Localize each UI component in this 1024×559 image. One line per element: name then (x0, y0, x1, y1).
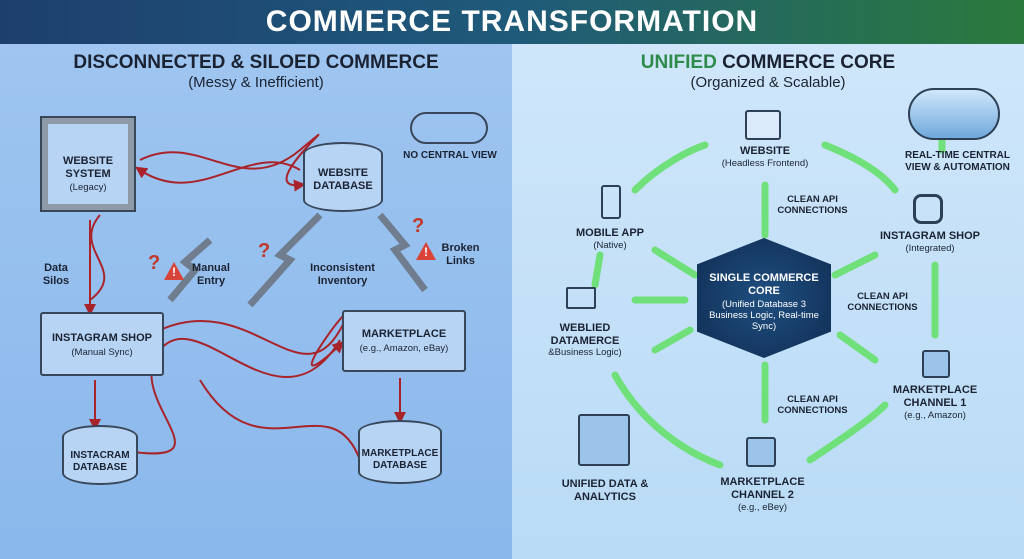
right-heading-accent: UNIFIED (640, 52, 717, 73)
instagram-shop-sub: (Manual Sync) (71, 347, 133, 358)
left-subheading: (Messy & Inefficient) (188, 74, 324, 91)
mobile-app-sub: (Native) (593, 240, 627, 251)
right-heading: UNIFIED COMMERCE CORE (512, 52, 1024, 74)
marketplace-database-label: MARKETPLACE DATABASE (361, 448, 439, 471)
core-sub: (Unified Database 3 Business Logic, Real… (709, 299, 819, 332)
question-mark-icon: ? (258, 240, 271, 262)
page-title: COMMERCE TRANSFORMATION (265, 5, 759, 38)
website-system-chip (40, 116, 136, 212)
marketplace-sub: (e.g., Amazon, eBay) (359, 343, 449, 354)
no-central-view-label: NO CENTRAL VIEW (403, 150, 497, 161)
left-heading: DISCONNECTED & SILOED COMMERCE (73, 52, 439, 73)
marketplace-2-sub: (e.g., eBey) (737, 502, 788, 513)
instagram-shop-title: INSTAGRAM SHOP (51, 332, 153, 344)
data-silos-label: Data Silos (42, 262, 70, 287)
instagram-title: INSTAGRAM SHOP (879, 230, 981, 242)
instagram-icon (913, 194, 943, 224)
gray-zigzag-arrows (167, 212, 428, 308)
website-sub: (Headless Frontend) (721, 158, 809, 169)
instagram-database-icon (62, 425, 138, 485)
api-label: CLEAN API CONNECTIONS (777, 394, 848, 416)
phone-icon (601, 185, 621, 219)
website-system-title: WEBSITE SYSTEM (62, 155, 114, 180)
tangled-red-lines (84, 133, 406, 461)
commerce-core-hexagon (697, 238, 831, 358)
core-title: SINGLE COMMERCE CORE (709, 272, 819, 297)
instagram-shop-box (40, 312, 164, 376)
marketplace-1-sub: (e.g., Amazon) (904, 410, 966, 421)
right-heading-rest: COMMERCE CORE (722, 52, 896, 73)
website-database-icon (303, 142, 383, 212)
marketplace-title: MARKETPLACE (361, 328, 447, 340)
question-mark-icon: ? (412, 215, 425, 237)
realtime-label: REAL-TIME CENTRAL VIEW & AUTOMATION (905, 150, 1010, 173)
api-label: CLEAN API CONNECTIONS (777, 194, 848, 216)
weblied-sub: &Business Logic) (548, 347, 622, 358)
inconsistent-inventory-label: Inconsistent Inventory (310, 262, 375, 287)
marketplace-1-title: MARKETPLACE CHANNEL 1 (892, 384, 978, 409)
title-banner: COMMERCE TRANSFORMATION (0, 0, 1024, 44)
instagram-sub: (Integrated) (905, 243, 955, 254)
analytics-label: UNIFIED DATA & ANALYTICS (561, 478, 649, 503)
laptop-icon (566, 287, 596, 309)
mobile-app-title: MOBILE APP (575, 227, 645, 239)
marketplace-2-title: MARKETPLACE CHANNEL 2 (720, 476, 805, 501)
weblied-title: WEBLIED DATAMERCE (550, 322, 620, 347)
broken-links-label: Broken Links (441, 242, 480, 267)
cloud-icon (410, 112, 488, 144)
browser-icon (745, 110, 781, 140)
store-amazon-icon (922, 350, 950, 378)
right-subheading: (Organized & Scalable) (690, 74, 846, 91)
instagram-database-label: INSTACRAM DATABASE (70, 450, 130, 473)
website-title: WEBSITE (739, 145, 791, 157)
marketplace-box (342, 310, 466, 372)
question-mark-icon: ? (148, 252, 161, 274)
cloud-icon (908, 88, 1000, 140)
manual-entry-label: Manual Entry (192, 262, 230, 287)
marketplace-database-icon (358, 420, 442, 484)
website-system-sub: (Legacy) (69, 182, 107, 193)
website-database-label: WEBSITE DATABASE (313, 167, 373, 192)
server-icon (578, 414, 630, 466)
api-label: CLEAN API CONNECTIONS (847, 291, 918, 313)
store-ebay-icon (746, 437, 776, 467)
